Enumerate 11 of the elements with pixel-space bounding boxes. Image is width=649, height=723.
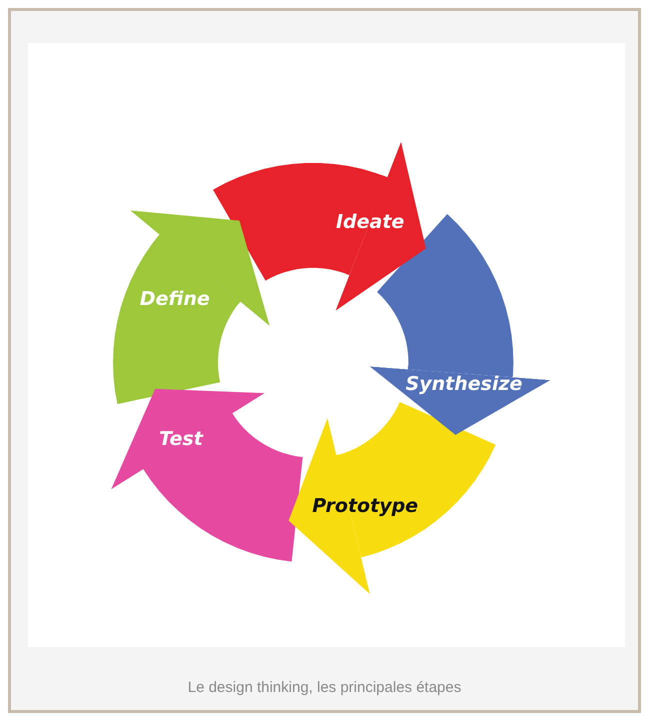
arrow — [288, 418, 370, 594]
arrow — [336, 142, 426, 311]
step-label: Ideate — [336, 210, 404, 233]
arrow — [370, 366, 550, 435]
arrow — [130, 210, 270, 326]
arrow — [111, 389, 264, 490]
step-label: Prototype — [312, 495, 418, 518]
caption: Le design thinking, les principales étapes — [186, 679, 462, 696]
step-label: Synthesize — [406, 373, 522, 396]
step-label: Define — [140, 288, 210, 310]
step-label: Test — [159, 428, 203, 450]
